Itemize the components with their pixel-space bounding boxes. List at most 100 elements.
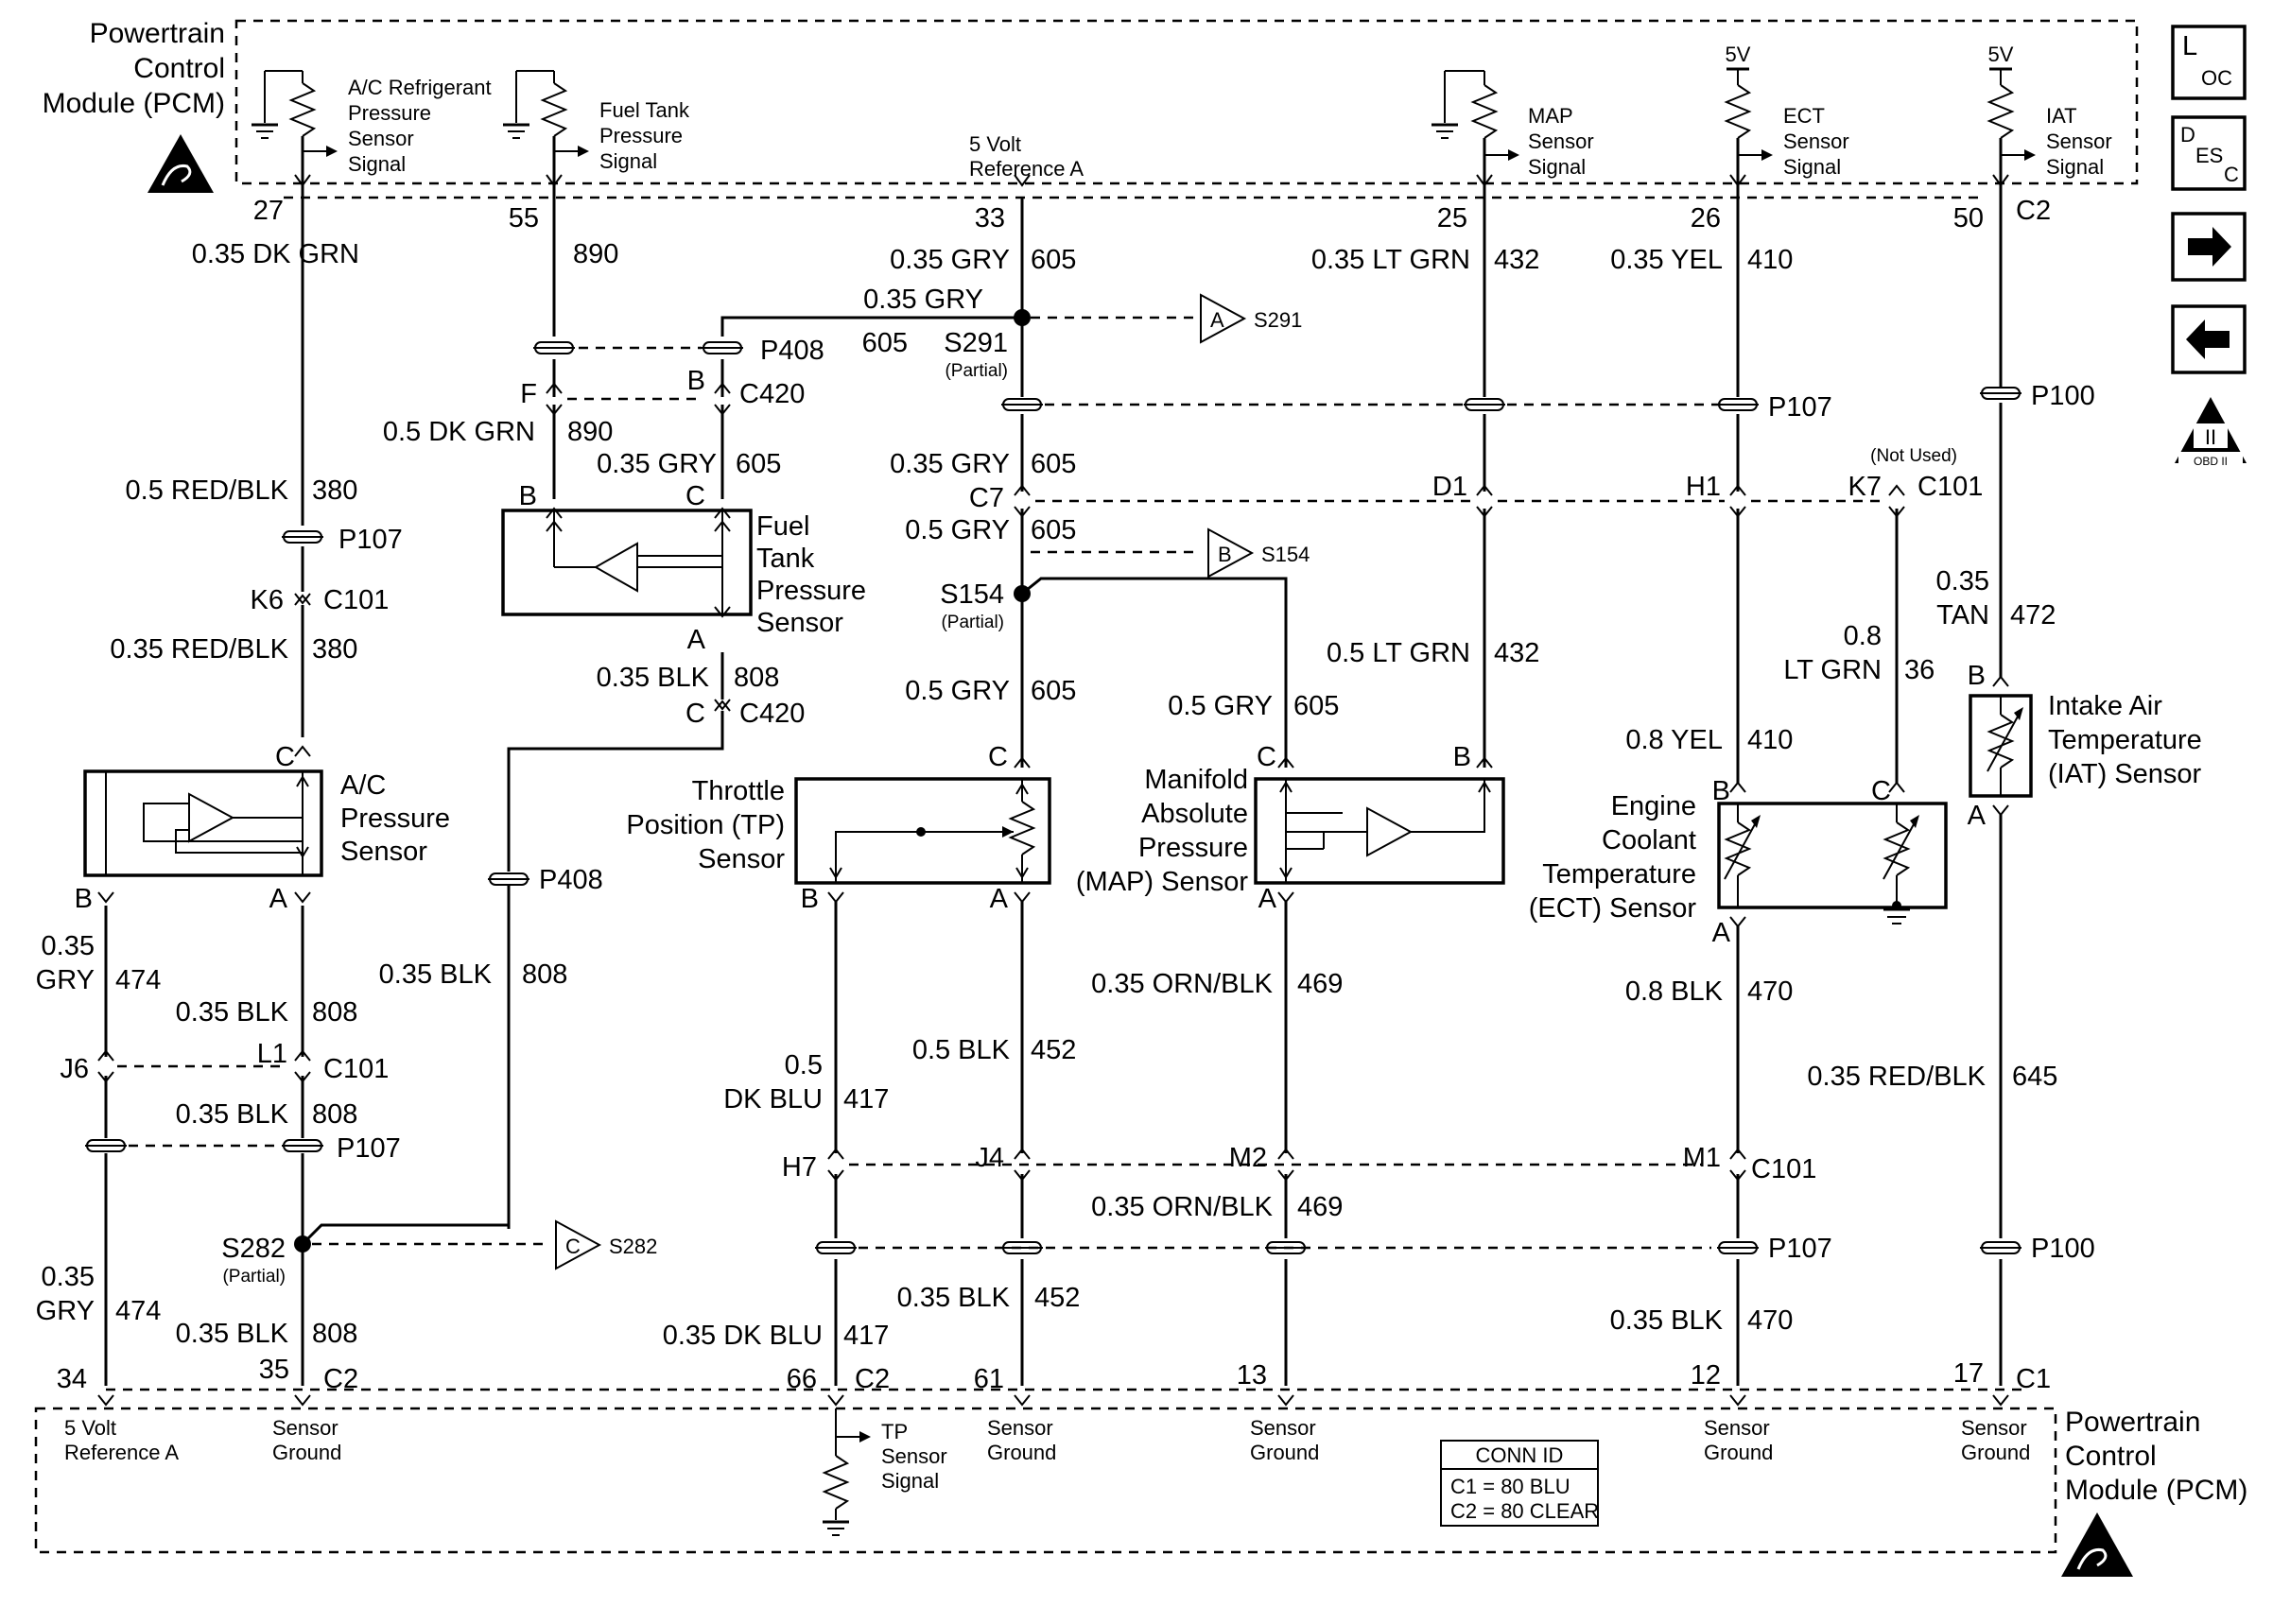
wire-605-num: 605: [862, 328, 908, 358]
bottom-gnd4-l1: Sensor: [1704, 1416, 1770, 1440]
loc-icon[interactable]: L OC: [2171, 25, 2247, 100]
s282-label: S282: [221, 1234, 286, 1264]
pin-12: 12: [1691, 1360, 1721, 1391]
wire-605d-color: 0.5 GRY: [905, 515, 1010, 545]
wire-808a-color: 0.35 BLK: [176, 997, 289, 1028]
pcm-iat-5v: 5V: [1988, 43, 2014, 66]
ac-p107-lower: P107: [337, 1133, 401, 1164]
map-sensor-l4: (MAP) Sensor: [1076, 867, 1248, 897]
pcm-bottom-box: [34, 1407, 2057, 1554]
pcm-ac-signal-l4: Signal: [348, 152, 406, 176]
fuel-sensor-l3: Pressure: [756, 576, 866, 606]
ac-pin-c: C: [275, 742, 295, 772]
wire-808d-color: 0.35 BLK: [379, 959, 493, 990]
pcm-ect-signal-circuit: 5V ECT Sensor Signal: [1724, 43, 1849, 199]
s154-ref: B: [1218, 543, 1232, 566]
map-pin-c: C: [1257, 742, 1276, 772]
wire-808d-num: 808: [522, 959, 567, 990]
pcm-iat-signal-l2: Sensor: [2046, 130, 2112, 153]
wire-417a-color: DK BLU: [723, 1084, 823, 1114]
bottom-tp-l3: Signal: [881, 1469, 939, 1493]
wire-452b-num: 452: [1034, 1283, 1080, 1313]
iat-pin-b: B: [1968, 661, 1986, 691]
bottom-gnd3-l2: Ground: [1250, 1441, 1319, 1464]
ect-wiring: 0.35 YEL 410 P107 H1 K7 (Not Used) C101 …: [1610, 199, 1983, 1386]
pcm-bottom-label: Powertrain Control Module (PCM): [2065, 1407, 2247, 1506]
right-arrow-icon[interactable]: [2171, 212, 2247, 282]
bottom-gnd1-l2: Ground: [272, 1441, 341, 1464]
ac-p107: P107: [338, 525, 403, 555]
wire-808e-num: 808: [312, 1319, 357, 1349]
map-wiring: 0.35 LT GRN 432 D1 0.5 LT GRN 432 0.35 O…: [1091, 199, 1725, 1386]
wire-605d-num: 605: [1031, 515, 1076, 545]
wire-410a-color: 0.35 YEL: [1610, 245, 1723, 275]
wire-890a-num: 890: [573, 239, 618, 269]
pcm-fuel-signal-l3: Signal: [599, 149, 657, 173]
pcm-bottom-terminals: [97, 1394, 2009, 1536]
c7-pin: C7: [969, 483, 1004, 513]
wire-417a-num: 417: [843, 1084, 889, 1114]
wire-469a-color: 0.35 ORN/BLK: [1091, 969, 1273, 999]
s291-partial: (Partial): [945, 361, 1008, 381]
wire-808e-color: 0.35 BLK: [176, 1319, 289, 1349]
h7-pin: H7: [782, 1152, 817, 1183]
iat-wiring: P100 0.35 TAN 472 0.35 RED/BLK 645 P100: [1807, 199, 2095, 1386]
ect-sensor: Engine Coolant Temperature (ECT) Sensor …: [1529, 776, 1948, 948]
conn-id-c1: C1 = 80 BLU: [1450, 1475, 1570, 1498]
ac-k6: K6: [251, 585, 284, 615]
wire-472-size: 0.35: [1936, 566, 1989, 596]
fuel-p408-lower: P408: [539, 865, 603, 895]
ac-c101-lower: C101: [323, 1054, 389, 1084]
ref-bus-wiring: A S291 B S154: [1001, 199, 1475, 768]
wire-474a-color: GRY: [36, 965, 95, 995]
s282-splice: C S282 S282 (Partial): [221, 889, 657, 1287]
ac-pin-b: B: [75, 884, 93, 914]
tp-pin-b: B: [801, 884, 819, 914]
pcm-bottom-label-l1: Powertrain: [2065, 1407, 2200, 1438]
wire-380a-color: 0.5 RED/BLK: [126, 475, 289, 506]
pcm-ect-5v: 5V: [1726, 43, 1751, 66]
wire-808c-num: 808: [734, 663, 779, 693]
wire-474b-size: 0.35: [42, 1262, 95, 1292]
pcm-top-label-line2: Control: [133, 53, 225, 84]
wire-474b-color: GRY: [36, 1296, 95, 1326]
wire-605e-num: 605: [1031, 676, 1076, 706]
ect-p107-lower: P107: [1768, 1234, 1832, 1264]
pin-33: 33: [975, 203, 1005, 233]
pin-13: 13: [1237, 1360, 1267, 1391]
pin-50: 50: [1953, 203, 1984, 233]
pcm-iat-signal-l1: IAT: [2046, 104, 2077, 128]
left-arrow-icon[interactable]: [2171, 304, 2247, 374]
fuel-sensor-l2: Tank: [756, 544, 815, 574]
wire-605b-num: 605: [736, 449, 781, 479]
wire-605c-color: 0.35 GRY: [890, 449, 1010, 479]
pcm-5v-ref-l1: 5 Volt: [969, 132, 1021, 156]
obd-ii-icon: II OBD II: [2175, 397, 2247, 468]
pin-27: 27: [253, 196, 284, 226]
pcm-top-box: [234, 19, 2139, 185]
wire-890b-num: 890: [567, 417, 613, 447]
bottom-5v-l1: 5 Volt: [64, 1416, 116, 1440]
pcm-5v-ref-l2: Reference A: [969, 157, 1084, 181]
pcm-bottom-label-l2: Control: [2065, 1441, 2157, 1472]
bottom-gnd3-l1: Sensor: [1250, 1416, 1316, 1440]
map-sensor-l2: Absolute: [1141, 799, 1248, 829]
iat-p100-lower: P100: [2031, 1234, 2095, 1264]
svg-text:ES: ES: [2195, 144, 2223, 167]
wire-645-color: 0.35 RED/BLK: [1807, 1062, 1986, 1092]
wire-36-size: 0.8: [1844, 621, 1882, 651]
iat-sensor-l3: (IAT) Sensor: [2048, 759, 2202, 789]
bottom-conn-c1: C1: [2016, 1364, 2051, 1394]
ac-sensor-l2: Pressure: [340, 803, 450, 834]
wire-645-num: 645: [2012, 1062, 2057, 1092]
ac-j6: J6: [60, 1054, 89, 1084]
pin-34: 34: [57, 1364, 87, 1394]
wire-808a-num: 808: [312, 997, 357, 1028]
map-sensor-l1: Manifold: [1144, 765, 1248, 795]
fuel-c420: C420: [739, 379, 805, 409]
wire-470b-color: 0.35 BLK: [1610, 1305, 1724, 1336]
map-sensor: Manifold Absolute Pressure (MAP) Sensor …: [1076, 742, 1505, 914]
desc-icon[interactable]: D ES C: [2171, 115, 2247, 191]
pcm-5v-ref-label: 5 Volt Reference A: [969, 132, 1084, 187]
